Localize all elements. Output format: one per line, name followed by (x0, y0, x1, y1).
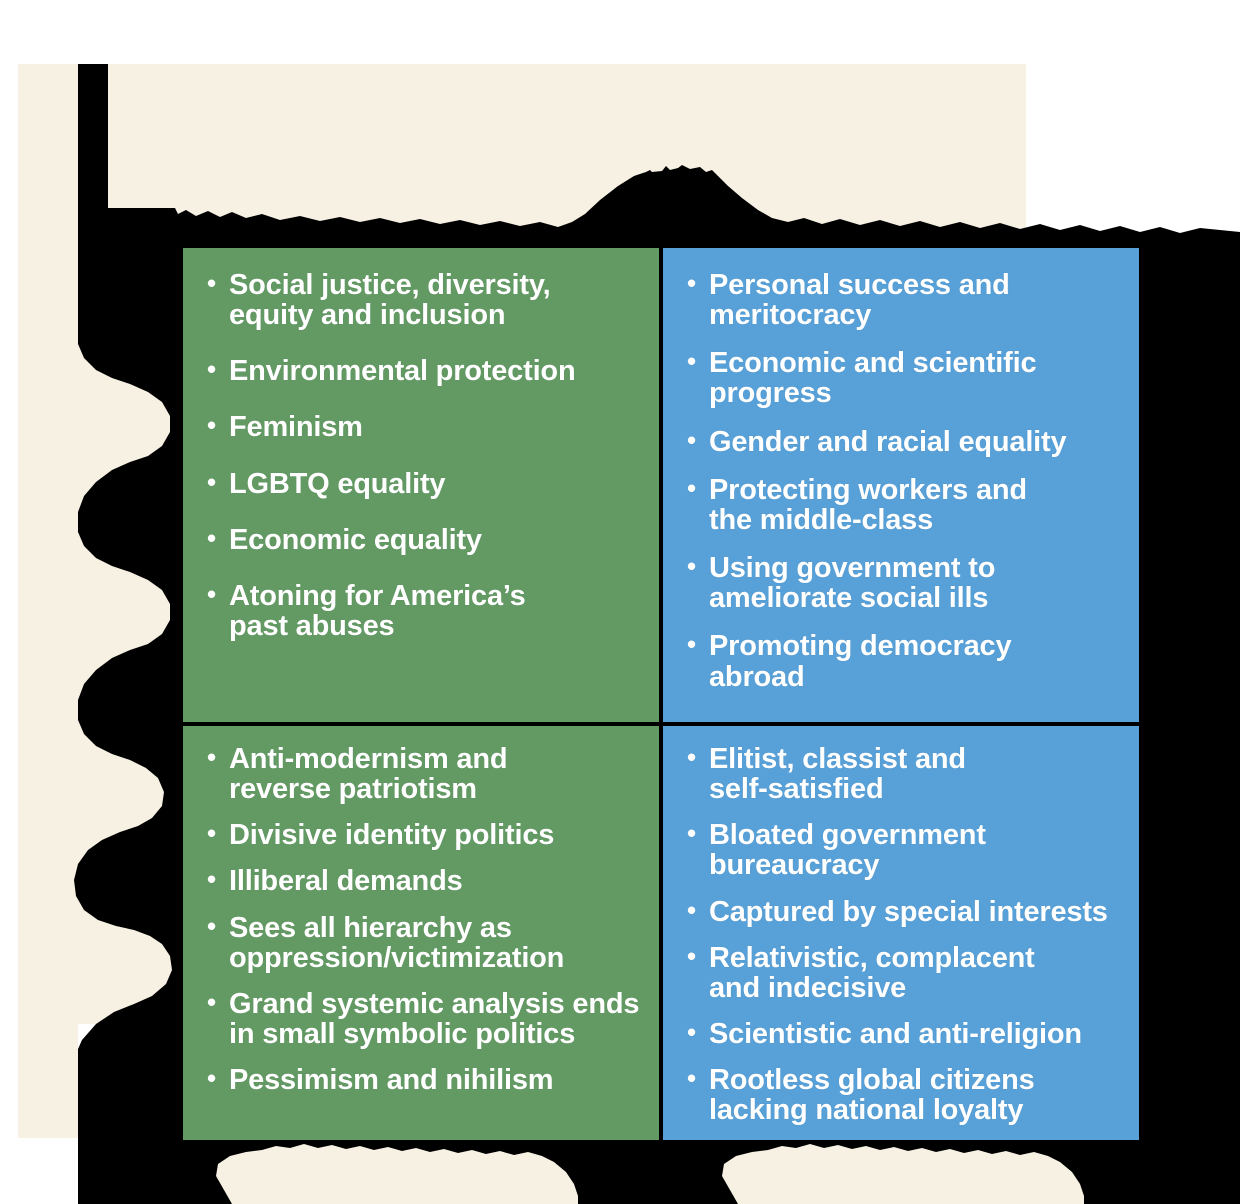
list-item: Atoning for America’s past abuses (205, 580, 645, 641)
bullet-list-top-right: Personal success and meritocracy Economi… (685, 269, 1125, 692)
list-item: Captured by special interests (685, 896, 1125, 927)
bullet-list-bottom-right: Elitist, classist and self-satisfied Blo… (685, 743, 1125, 1126)
quadrant-top-left: Social justice, diversity, equity and in… (183, 248, 659, 722)
list-item: Divisive identity politics (205, 819, 645, 850)
list-item: Grand systemic analysis ends in small sy… (205, 988, 645, 1049)
list-item: Relativistic, complacent and indecisive (685, 942, 1125, 1003)
list-item: Bloated government bureaucracy (685, 819, 1125, 880)
list-item: Environmental protection (205, 355, 645, 386)
list-item: Feminism (205, 411, 645, 442)
list-item: Sees all hierarchy as oppression/victimi… (205, 912, 645, 973)
list-item: Protecting workers and the middle-class (685, 474, 1125, 535)
list-item: Rootless global citizens lacking nationa… (685, 1064, 1125, 1125)
quadrant-matrix: Social justice, diversity, equity and in… (181, 246, 1141, 1142)
cream-lower-left-block (18, 1024, 78, 1138)
bullet-list-bottom-left: Anti-modernism and reverse patriotism Di… (205, 743, 645, 1095)
list-item: Elitist, classist and self-satisfied (685, 743, 1125, 804)
list-item: Using government to ameliorate social il… (685, 552, 1125, 613)
list-item: Promoting democracy abroad (685, 630, 1125, 691)
list-item: Gender and racial equality (685, 426, 1125, 457)
bottom-cream-scallops (216, 1144, 1084, 1204)
list-item: Scientistic and anti-religion (685, 1018, 1125, 1049)
list-item: Anti-modernism and reverse patriotism (205, 743, 645, 804)
list-item: Illiberal demands (205, 865, 645, 896)
list-item: Economic and scientific progress (685, 347, 1125, 408)
list-item: Personal success and meritocracy (685, 269, 1125, 330)
list-item: LGBTQ equality (205, 468, 645, 499)
quadrant-bottom-left: Anti-modernism and reverse patriotism Di… (183, 726, 659, 1140)
bullet-list-top-left: Social justice, diversity, equity and in… (205, 269, 645, 641)
list-item: Pessimism and nihilism (205, 1064, 645, 1095)
quadrant-bottom-right: Elitist, classist and self-satisfied Blo… (663, 726, 1139, 1140)
list-item: Economic equality (205, 524, 645, 555)
quadrant-top-right: Personal success and meritocracy Economi… (663, 248, 1139, 722)
list-item: Social justice, diversity, equity and in… (205, 269, 645, 330)
